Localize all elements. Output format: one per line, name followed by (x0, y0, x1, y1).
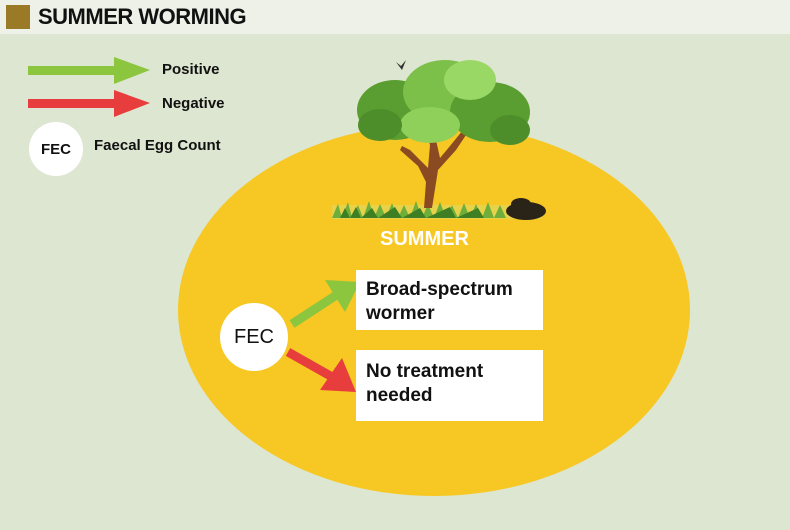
legend-fec-abbr: FEC (41, 140, 71, 158)
outcome-negative-box: No treatment needed (356, 350, 543, 421)
bird-icon (396, 60, 406, 70)
legend-negative-label: Negative (162, 95, 225, 112)
page-title: SUMMER WORMING (38, 4, 247, 29)
negative-flow-arrow (285, 348, 356, 392)
season-label: SUMMER (380, 228, 469, 250)
positive-arrow-icon (28, 57, 150, 84)
outcome-negative-label: No treatment needed (366, 361, 484, 406)
outcome-positive-label: Broad-spectrum wormer (366, 279, 513, 324)
grass-icon (332, 201, 542, 219)
tree-icon (357, 60, 530, 208)
title-square-icon (6, 5, 30, 29)
positive-flow-arrow (289, 280, 360, 328)
legend-fec-label: Faecal Egg Count (94, 137, 221, 154)
negative-arrow-icon (28, 90, 150, 117)
outcome-positive-box: Broad-spectrum wormer (356, 270, 543, 330)
legend-positive-label: Positive (162, 61, 220, 78)
legend-fec-circle: FEC (29, 122, 83, 176)
dung-icon (506, 198, 546, 220)
fec-node-label: FEC (234, 325, 274, 348)
fec-node: FEC (220, 303, 288, 371)
title-bar: SUMMER WORMING (0, 0, 790, 34)
